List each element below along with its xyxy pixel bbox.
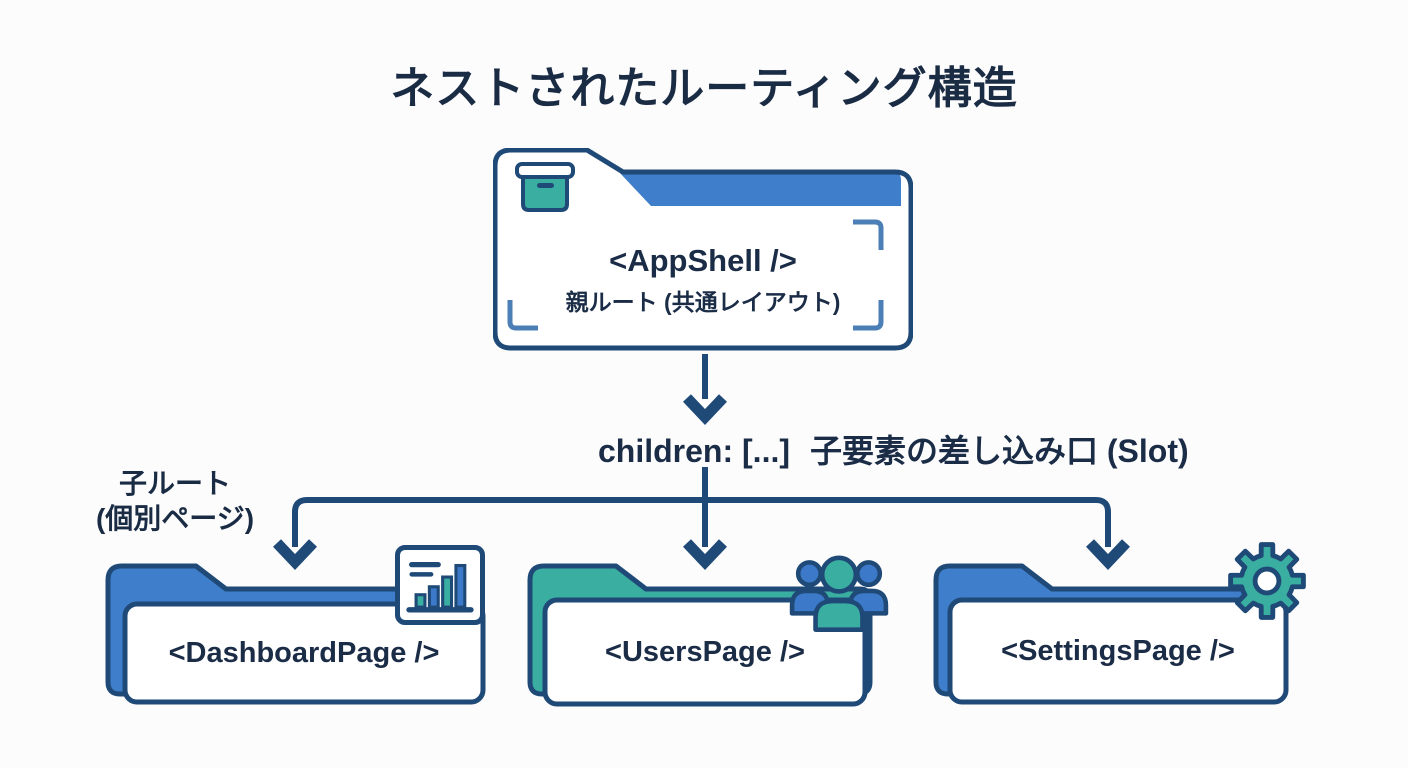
settings-component-label: <SettingsPage /> [1001, 634, 1235, 667]
page-title: ネストされたルーティング構造 [390, 64, 1018, 113]
bracket-top-right [853, 219, 884, 250]
settings-page-node: <SettingsPage /> [926, 542, 1308, 708]
slot-note-text: 子要素の差し込み口 (Slot) [810, 433, 1189, 469]
settings-folder-front [947, 597, 1289, 705]
bracket-bottom-left [507, 300, 538, 331]
arrowhead-parent-to-slot [683, 394, 727, 425]
users-icon [789, 555, 889, 632]
appshell-folder-shape [493, 148, 913, 351]
dashboard-folder-front [122, 601, 486, 705]
users-folder-front [542, 597, 868, 707]
slot-line: children: [...] 子要素の差し込み口 (Slot) [598, 426, 1189, 472]
branch-bar [292, 497, 1111, 547]
parent-route-node: <AppShell /> 親ルート (共通レイアウト) [493, 148, 913, 352]
dashboard-folder-shape [105, 563, 486, 705]
users-component-label: <UsersPage /> [605, 635, 805, 668]
appshell-component-label: <AppShell /> [609, 243, 797, 278]
child-routes-label: 子ルート (個別ページ) [70, 466, 280, 536]
appshell-header-bar [619, 172, 901, 206]
child-routes-label-line2: (個別ページ) [95, 503, 255, 534]
child-routes-label-line1: 子ルート [118, 468, 231, 499]
appshell-text: <AppShell /> 親ルート (共通レイアウト) [523, 232, 883, 328]
appshell-outline [493, 148, 913, 351]
bar-chart-glyph [406, 561, 474, 613]
dashboard-page-node: <DashboardPage /> [98, 545, 488, 708]
gear-hole [1252, 566, 1282, 596]
bar-chart-icon [395, 545, 485, 625]
settings-folder-shape [933, 563, 1289, 705]
archive-box-icon [515, 162, 575, 212]
selection-brackets [507, 219, 884, 331]
appshell-subtitle: 親ルート (共通レイアウト) [565, 289, 841, 315]
slot-code-text: children: [...] [598, 433, 790, 469]
dashboard-component-label: <DashboardPage /> [168, 636, 440, 669]
bracket-bottom-right [853, 300, 884, 331]
gear-icon [1228, 542, 1306, 620]
users-page-node: <UsersPage /> [520, 555, 895, 708]
users-folder-shape [527, 563, 873, 707]
